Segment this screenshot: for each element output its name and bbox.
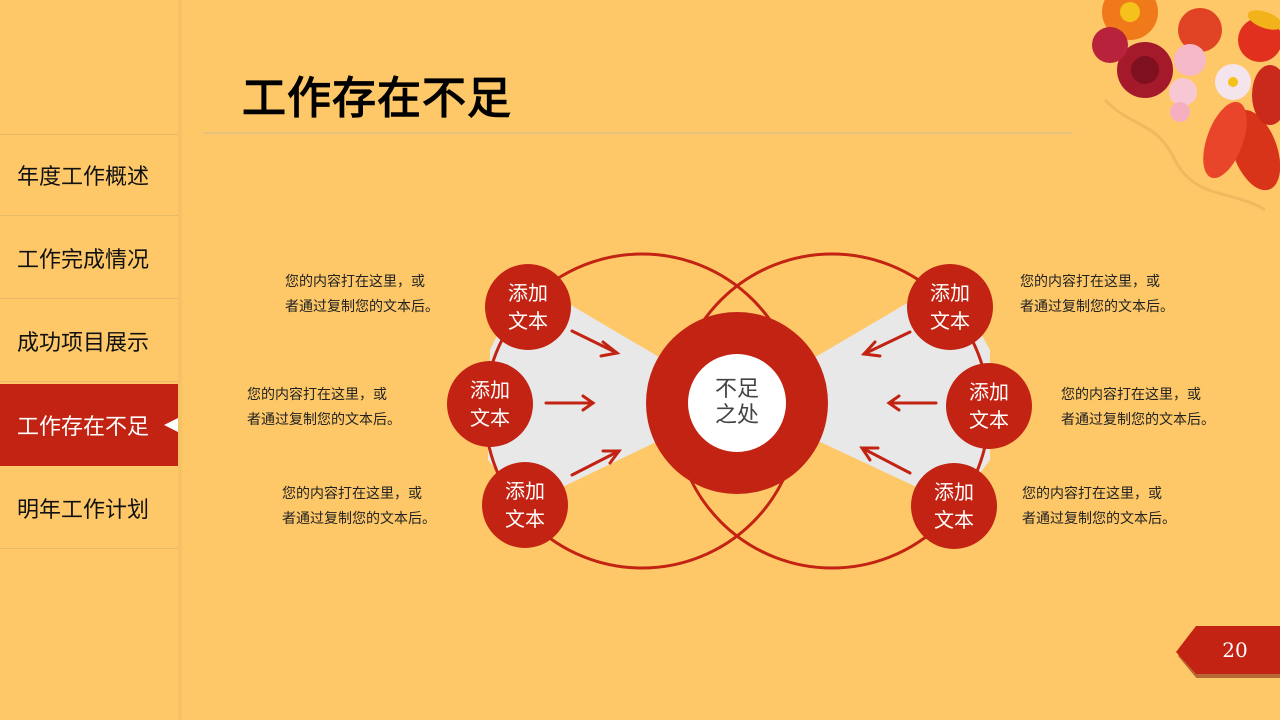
sidebar-item-label: 明年工作计划 <box>17 497 150 523</box>
center-label: 不足 之处 <box>714 377 759 428</box>
center-core <box>688 354 786 452</box>
active-pointer-icon <box>164 418 178 432</box>
sidebar-item-label: 年度工作概述 <box>17 165 150 190</box>
node-left-top[interactable]: 添加 文本 <box>485 264 571 350</box>
page-number: 20 <box>1222 638 1248 662</box>
node-right-middle[interactable]: 添加 文本 <box>946 363 1032 449</box>
arrow-right-up-icon <box>570 449 622 477</box>
description-right-bottom: 您的内容打在这里，或 者通过复制您的文本后。 <box>1022 486 1176 527</box>
arrow-right-icon <box>544 394 596 412</box>
sidebar-item-successful-projects[interactable]: 成功项目展示 <box>0 300 178 382</box>
arrow-left-down-icon <box>860 330 912 358</box>
sidebar-item-label: 成功项目展示 <box>17 330 150 356</box>
description-right-middle: 您的内容打在这里，或 者通过复制您的文本后。 <box>1061 387 1215 428</box>
node-right-bottom[interactable]: 添加 文本 <box>911 463 997 549</box>
node-right-top[interactable]: 添加 文本 <box>907 264 993 350</box>
node-left-middle[interactable]: 添加 文本 <box>447 361 533 447</box>
title-divider <box>203 132 1073 134</box>
description-left-top: 您的内容打在这里，或 者通过复制您的文本后。 <box>285 274 439 315</box>
sidebar-nav: 年度工作概述 工作完成情况 成功项目展示 工作存在不足 明年工作计划 <box>0 0 178 720</box>
sidebar-divider <box>178 0 182 720</box>
sidebar-item-next-year-plan[interactable]: 明年工作计划 <box>0 467 178 549</box>
sidebar-item-label: 工作完成情况 <box>17 247 150 273</box>
page-title: 工作存在不足 <box>242 73 512 124</box>
sidebar-item-work-shortcomings[interactable]: 工作存在不足 <box>0 384 178 466</box>
description-right-top: 您的内容打在这里，或 者通过复制您的文本后。 <box>1020 274 1174 315</box>
sidebar-item-annual-overview[interactable]: 年度工作概述 <box>0 134 178 216</box>
arrow-left-icon <box>886 394 938 412</box>
description-left-bottom: 您的内容打在这里，或 者通过复制您的文本后。 <box>282 486 436 527</box>
node-left-bottom[interactable]: 添加 文本 <box>482 462 568 548</box>
page-number-badge <box>1176 626 1280 678</box>
description-left-middle: 您的内容打在这里，或 者通过复制您的文本后。 <box>247 387 401 428</box>
arrow-right-down-icon <box>570 329 621 358</box>
sidebar-item-work-completion[interactable]: 工作完成情况 <box>0 217 178 299</box>
arrow-left-up-icon <box>859 446 912 475</box>
flower-decoration-icon <box>1092 0 1280 212</box>
sidebar-item-label: 工作存在不足 <box>17 415 150 440</box>
